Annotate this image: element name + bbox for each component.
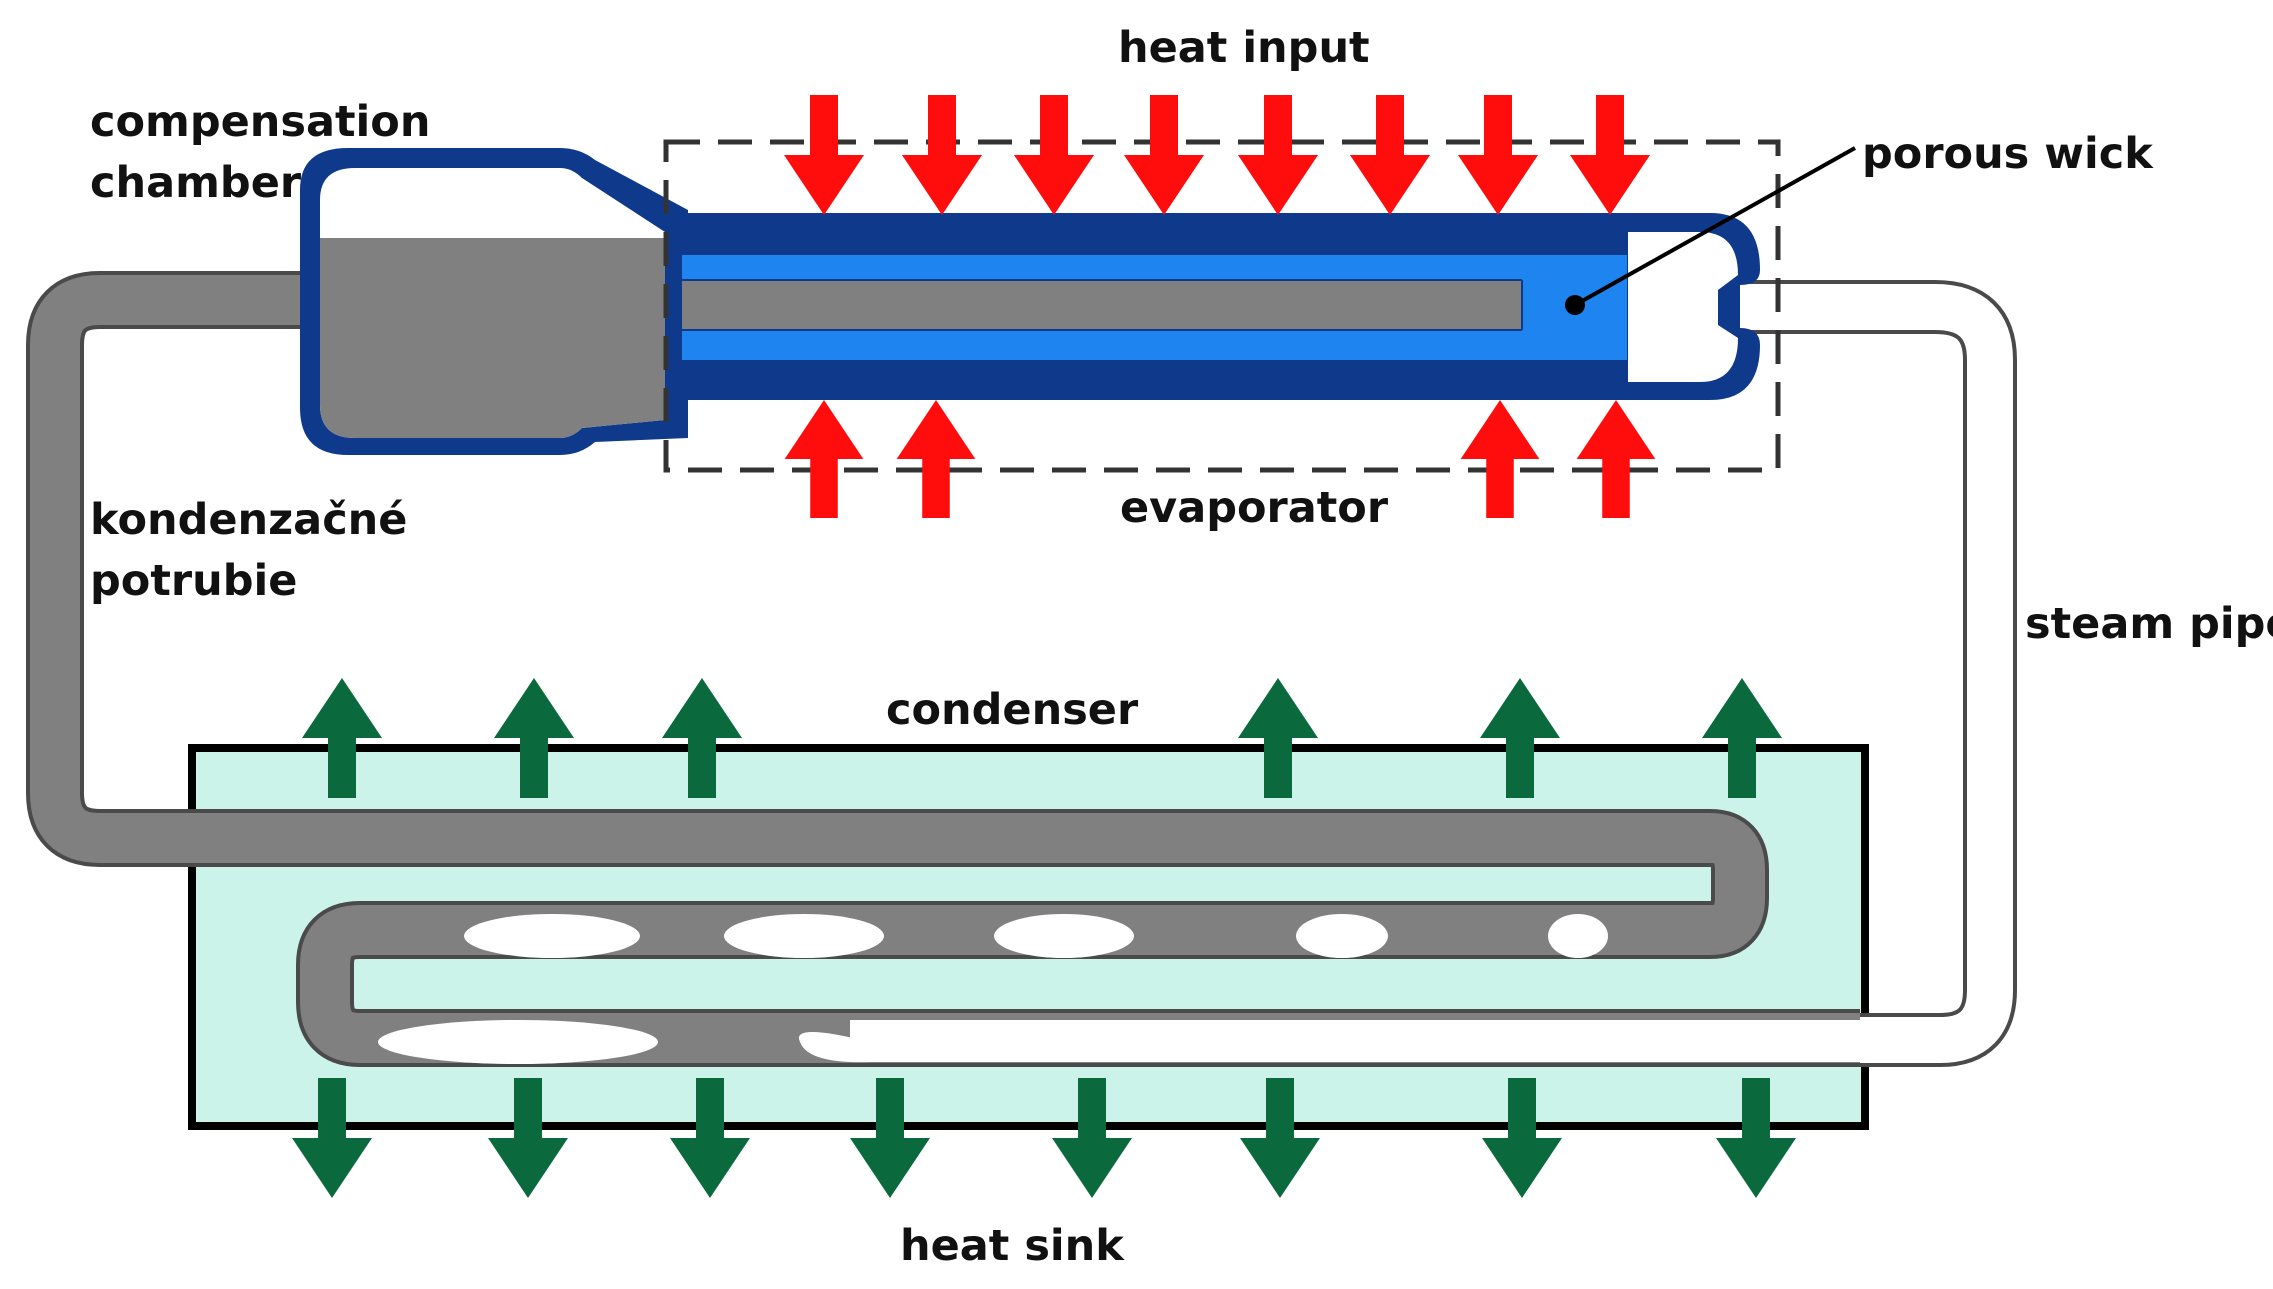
vapor-groove — [790, 232, 1738, 382]
kondenzacne-label-line2: potrubie — [90, 556, 298, 606]
kondenzacne-label-line1: kondenzačné — [90, 495, 408, 545]
porous-wick-leader-line — [1574, 146, 1856, 307]
heat-input-arrow — [896, 400, 976, 518]
heat-input-arrow — [1350, 95, 1430, 215]
compensation-chamber-liquid — [320, 238, 665, 438]
porous-wick-label: porous wick — [1862, 129, 2153, 179]
steam-pipe — [1740, 280, 2017, 1067]
condenser-label: condenser — [886, 685, 1139, 735]
liquid-core — [682, 280, 1522, 330]
heat-input-arrow — [1014, 95, 1094, 215]
heat-input-label: heat input — [1118, 23, 1370, 73]
vapor-slug — [850, 1020, 1865, 1062]
heat-input-arrow — [1124, 95, 1204, 215]
kondenzacne-potrubie-pipe — [26, 271, 1860, 1067]
compensation-chamber-label-line2: chamber — [90, 158, 302, 208]
heat-input-arrow — [784, 400, 864, 518]
heat-input-arrow — [1238, 95, 1318, 215]
compensation-chamber-label-line1: compensation — [90, 97, 431, 147]
vapor-bubbles — [378, 914, 1608, 1064]
heat-input-arrow — [1460, 400, 1540, 518]
porous-wick-marker — [1565, 295, 1585, 315]
heat-input-arrow — [1576, 400, 1656, 518]
heat-input-arrow — [1570, 95, 1650, 215]
evaporator-label: evaporator — [1120, 483, 1389, 533]
heat-input-arrow — [784, 95, 864, 215]
heat-input-arrows — [784, 95, 1650, 215]
heat-input-arrow — [902, 95, 982, 215]
steam-pipe-label: steam pipe — [2025, 599, 2273, 649]
heat-input-arrow — [1458, 95, 1538, 215]
heat-sink-label: heat sink — [900, 1221, 1124, 1271]
evaporator-boundary — [663, 139, 1781, 473]
